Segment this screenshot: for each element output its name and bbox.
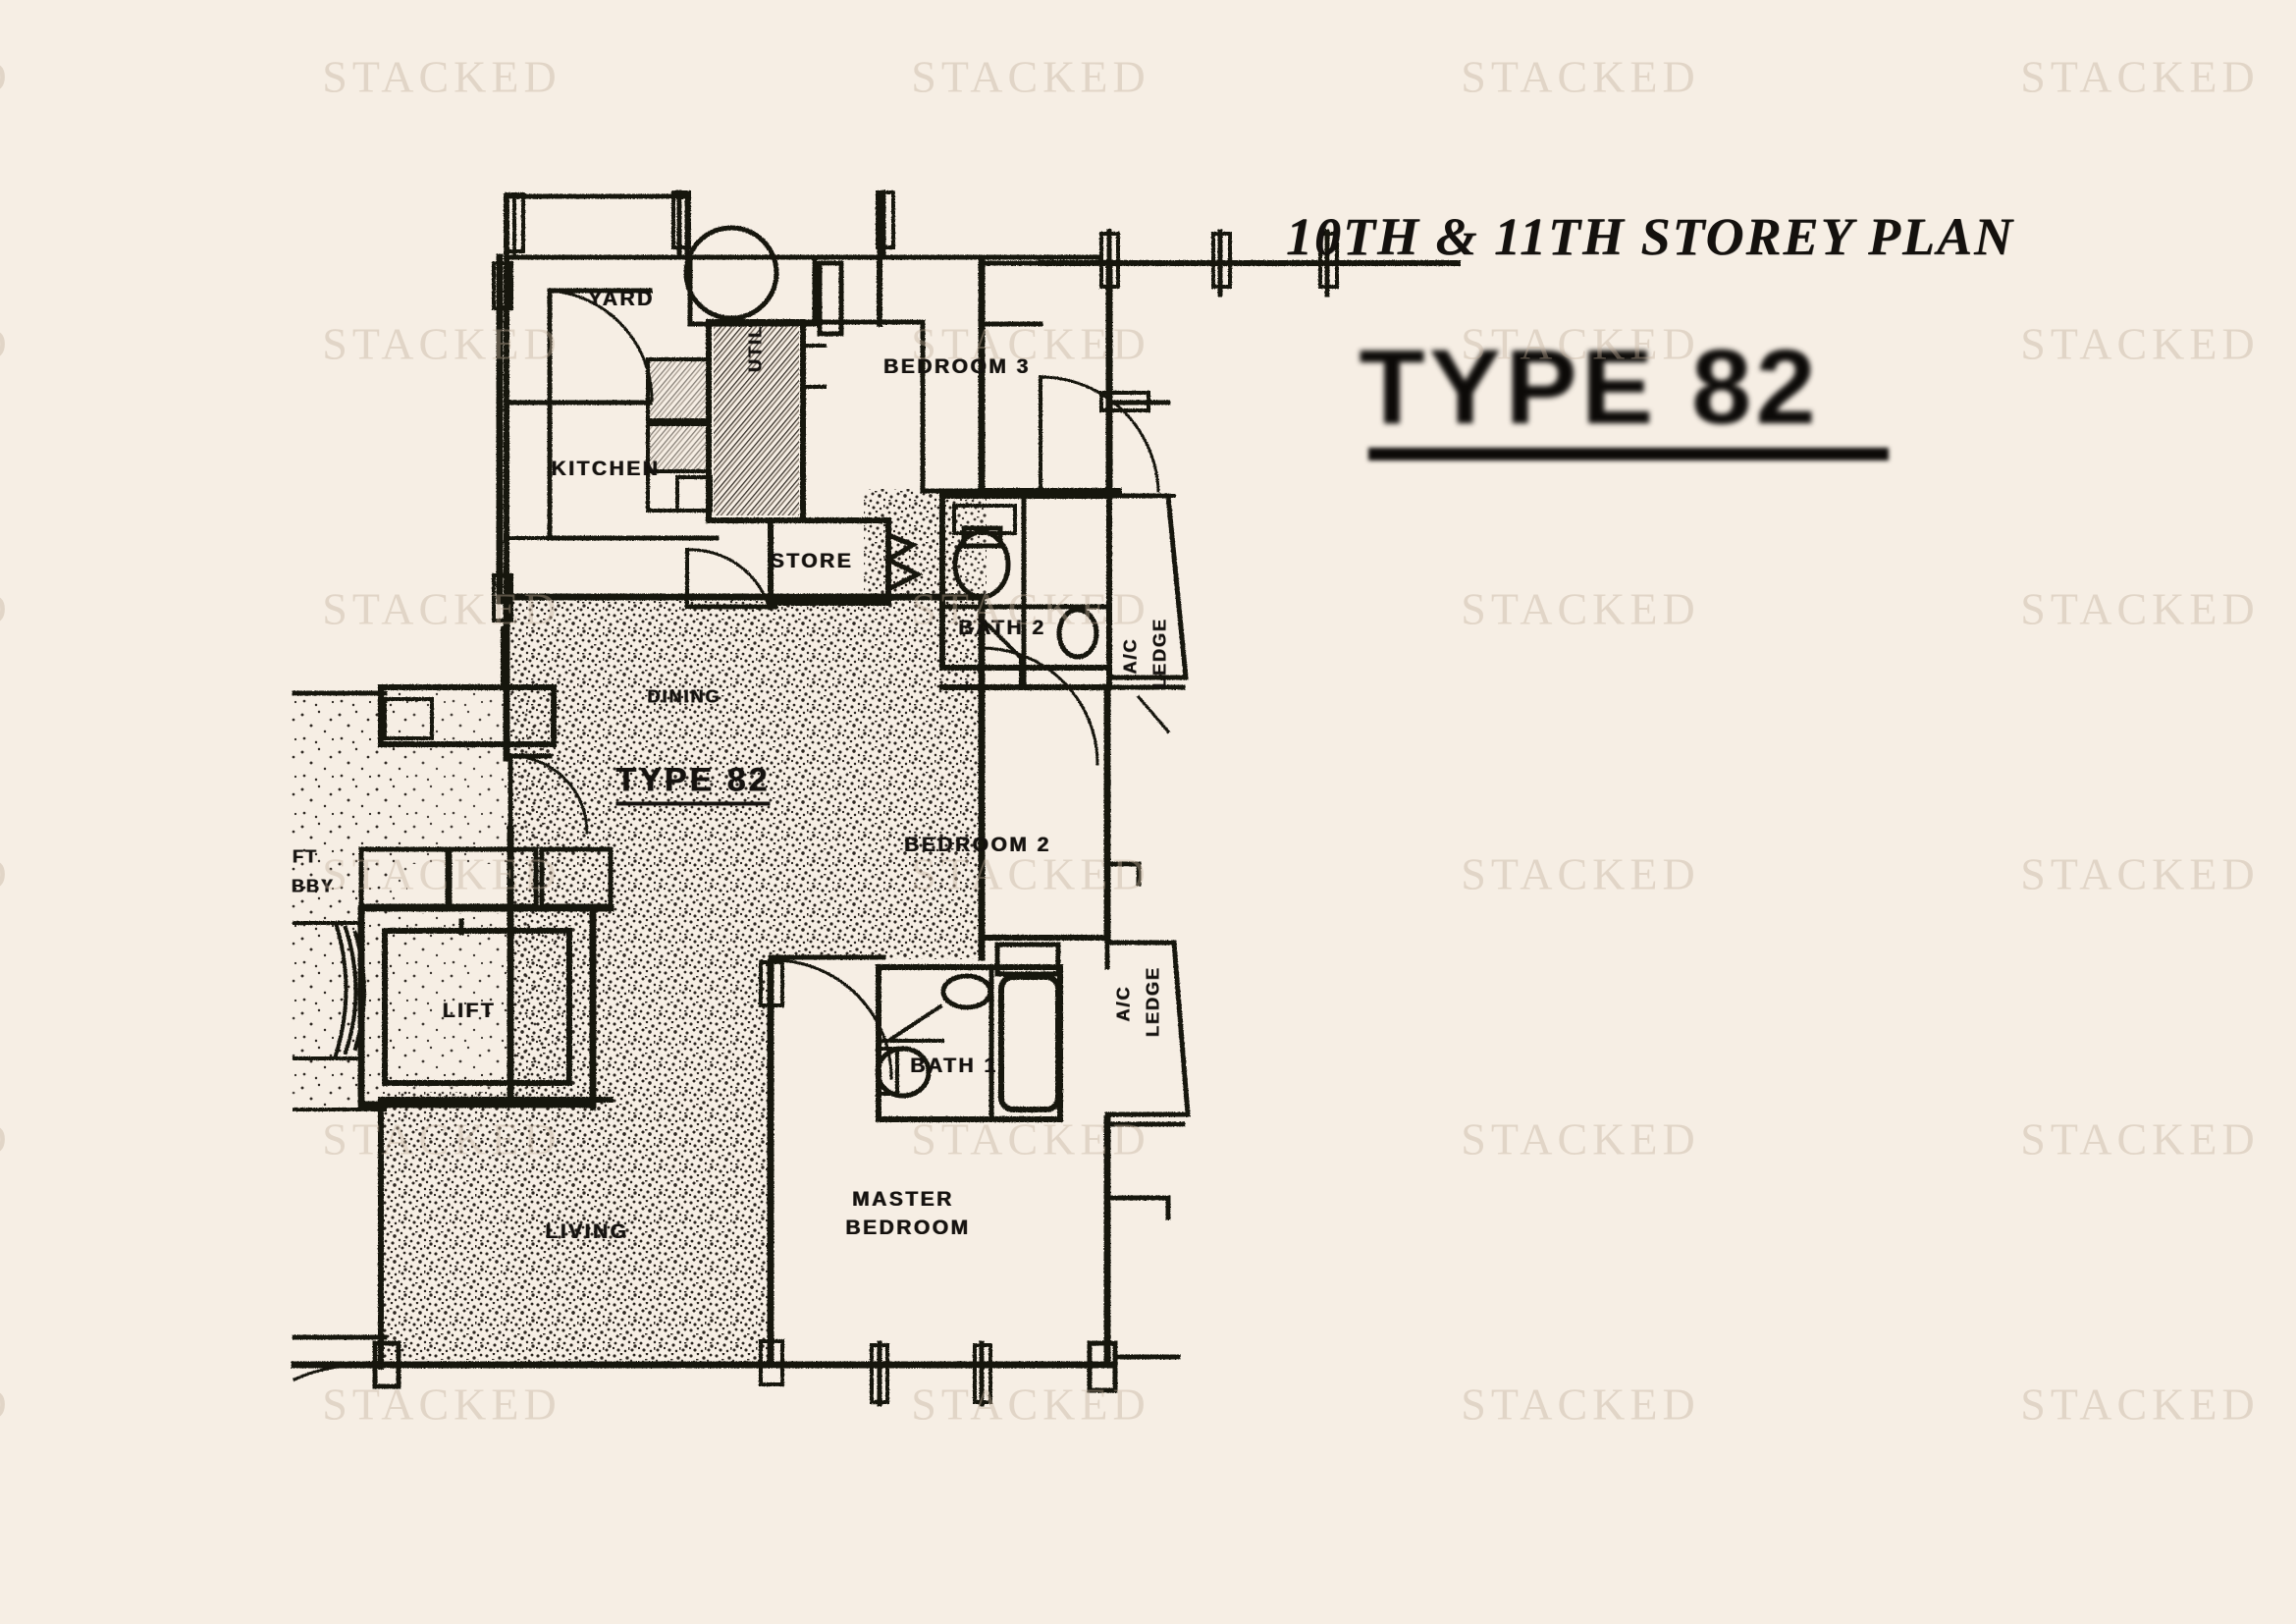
room-label-bedroom-3: BEDROOM 3: [883, 355, 1031, 378]
room-label-dining: DINING: [647, 686, 721, 707]
room-label-bedroom-2: BEDROOM 2: [904, 834, 1051, 856]
room-label-master-bedroom-line1: MASTER: [852, 1188, 954, 1211]
room-label-lift: LIFT: [442, 1000, 497, 1022]
room-label-ac-ledge-lower-line1: A/C: [1113, 985, 1134, 1022]
room-label-lift-lobby-line2: BBY: [291, 876, 336, 896]
type-stamp-underline: [1368, 448, 1889, 460]
room-label-store: STORE: [770, 550, 854, 572]
room-label-lift-lobby-line1: FT: [293, 846, 318, 867]
floor-fills: [290, 324, 987, 1362]
room-label-bath-2: BATH 2: [958, 617, 1046, 639]
room-label-ac-ledge-lower-line2: LEDGE: [1143, 965, 1163, 1038]
room-label-ac-ledge-upper-line2: LEDGE: [1149, 617, 1170, 689]
room-label-master-bedroom-line2: BEDROOM: [845, 1217, 971, 1239]
room-label-bath-1: BATH 1: [910, 1055, 998, 1077]
title-block: 10TH & 11TH STOREY PLAN TYPE 82: [1286, 206, 2169, 460]
type-stamp-text: TYPE 82: [1359, 327, 1820, 446]
plan-unit-type-label: TYPE 82: [615, 762, 771, 806]
storey-plan-title: 10TH & 11TH STOREY PLAN: [1286, 207, 2015, 266]
type-stamp-group: TYPE 82: [1359, 334, 1914, 471]
room-label-living: LIVING: [545, 1220, 629, 1243]
room-label-utility: UTIL: [745, 325, 766, 372]
room-label-ac-ledge-upper-line1: A/C: [1120, 637, 1141, 675]
wall-lines: [291, 189, 1461, 1407]
room-label-yard: YARD: [588, 288, 655, 310]
room-label-kitchen: KITCHEN: [551, 458, 661, 480]
